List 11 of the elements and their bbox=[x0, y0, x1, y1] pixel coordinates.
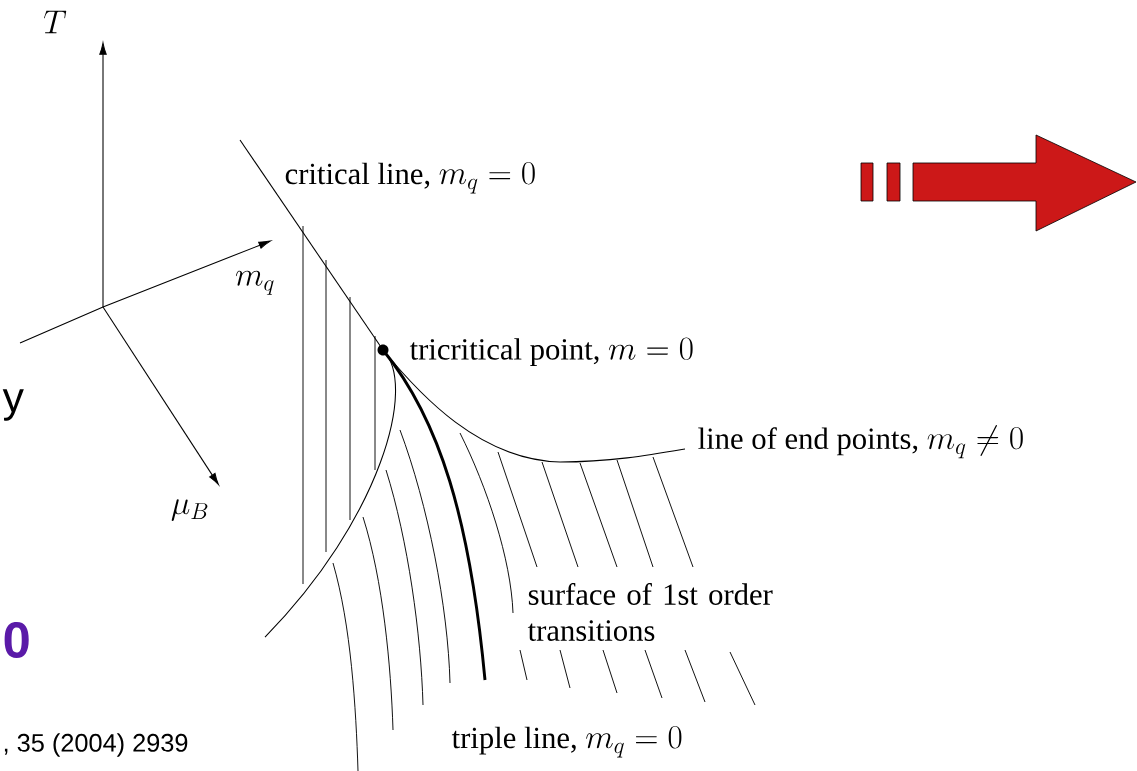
slide-text: y bbox=[2, 389, 24, 421]
axis-label: $m_q$ bbox=[235, 270, 274, 295]
axis-label: $T$ bbox=[44, 10, 67, 34]
curve-label: $\mbox{critical line, } m_q = 0$ bbox=[285, 162, 535, 194]
axis-label: $\mu_B$ bbox=[171, 499, 208, 522]
curve-label: surface of 1st order transitions bbox=[527, 583, 773, 641]
curve-label: $\mbox{triple line, } m_q = 0$ bbox=[451, 726, 682, 758]
curve-label: $\mbox{line of end points, } m_q \neq 0$ bbox=[698, 425, 1023, 459]
reference-text: , 35 (2004) 2939 bbox=[4, 733, 188, 757]
slide-text: 0 bbox=[4, 622, 29, 658]
curve-label: $\mbox{tricritical point, } m = 0$ bbox=[409, 337, 693, 366]
